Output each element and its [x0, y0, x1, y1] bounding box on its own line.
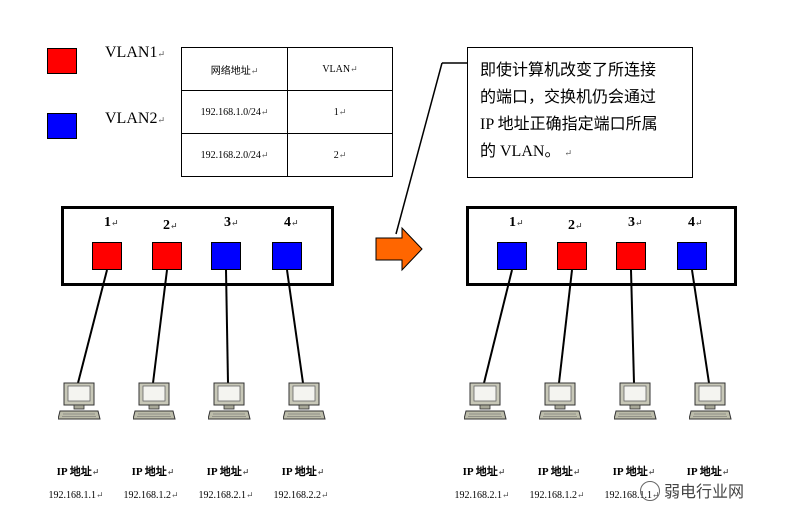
cable-line [630, 269, 635, 384]
computer-icon [207, 381, 252, 430]
switch-port [616, 242, 646, 270]
table-row: 192.168.2.0/24↵ 2↵ [181, 133, 393, 177]
port-number: 3↵ [224, 215, 239, 230]
switch-port [677, 242, 707, 270]
note-line: 的端口，交换机仍会通过 [480, 89, 657, 106]
cable-line [691, 269, 710, 384]
cable-line [483, 269, 513, 384]
computer-icon [132, 381, 177, 430]
switch-port [92, 242, 122, 270]
cable-line [558, 269, 573, 384]
pc-ip-address: 192.168.1.2↵ [529, 490, 585, 501]
computer-icon [613, 381, 658, 430]
pc-ip-label: IP 地址↵ [612, 466, 656, 478]
transition-arrow-icon [375, 226, 423, 272]
port-number: 2↵ [568, 218, 583, 233]
table-row: 192.168.1.0/24↵ 1↵ [181, 90, 393, 134]
cable-line [286, 269, 304, 384]
watermark-logo-icon [640, 481, 660, 501]
port-number: 3↵ [628, 215, 643, 230]
watermark: 弱电行业网 [640, 478, 744, 502]
table-header-vlan: VLAN↵ [287, 47, 393, 91]
pc-ip-label: IP 地址↵ [686, 466, 730, 478]
pc-ip-address: 192.168.2.2↵ [273, 490, 329, 501]
computer-icon [282, 381, 327, 430]
note-line: 的 VLAN。 ↵ [480, 143, 572, 160]
port-number: 2↵ [163, 218, 178, 233]
note-line: IP 地址正确指定端口所属 [480, 116, 658, 133]
switch-after [466, 206, 737, 286]
callout-pointer-line [395, 62, 443, 235]
table-cell-vlan: 2↵ [287, 133, 393, 177]
network-vlan-table: 网络地址↵ VLAN↵ 192.168.1.0/24↵ 1↵ 192.168.2… [181, 47, 393, 177]
computer-icon [463, 381, 508, 430]
cable-line [77, 269, 108, 384]
computer-icon [688, 381, 733, 430]
legend-swatch-vlan2 [47, 113, 77, 139]
pc-ip-label: IP 地址↵ [56, 466, 100, 478]
switch-port [272, 242, 302, 270]
pc-ip-label: IP 地址↵ [206, 466, 250, 478]
port-number: 4↵ [284, 215, 299, 230]
pc-ip-address: 192.168.1.2↵ [123, 490, 179, 501]
switch-port [497, 242, 527, 270]
table-cell-vlan: 1↵ [287, 90, 393, 134]
table-cell-network: 192.168.2.0/24↵ [181, 133, 288, 177]
note-line: 即使计算机改变了所连接 [480, 62, 657, 79]
switch-before [61, 206, 334, 286]
pc-ip-label: IP 地址↵ [281, 466, 325, 478]
pc-ip-address: 192.168.1.1↵ [48, 490, 104, 501]
switch-port [152, 242, 182, 270]
computer-icon [538, 381, 583, 430]
port-number: 1↵ [104, 215, 119, 230]
cable-line [152, 269, 168, 384]
table-cell-network: 192.168.1.0/24↵ [181, 90, 288, 134]
switch-port [557, 242, 587, 270]
legend-label-vlan2: VLAN2↵ [105, 110, 165, 127]
port-number: 1↵ [509, 215, 524, 230]
computer-icon [57, 381, 102, 430]
pc-ip-label: IP 地址↵ [537, 466, 581, 478]
switch-port [211, 242, 241, 270]
pc-ip-label: IP 地址↵ [462, 466, 506, 478]
pc-ip-address: 192.168.2.1↵ [198, 490, 254, 501]
note-callout-box: 即使计算机改变了所连接 的端口，交换机仍会通过 IP 地址正确指定端口所属 的 … [467, 47, 693, 178]
legend-label-vlan1: VLAN1↵ [105, 44, 165, 61]
pc-ip-label: IP 地址↵ [131, 466, 175, 478]
pc-ip-address: 192.168.2.1↵ [454, 490, 510, 501]
cable-line [225, 269, 229, 384]
port-number: 4↵ [688, 215, 703, 230]
legend-swatch-vlan1 [47, 48, 77, 74]
